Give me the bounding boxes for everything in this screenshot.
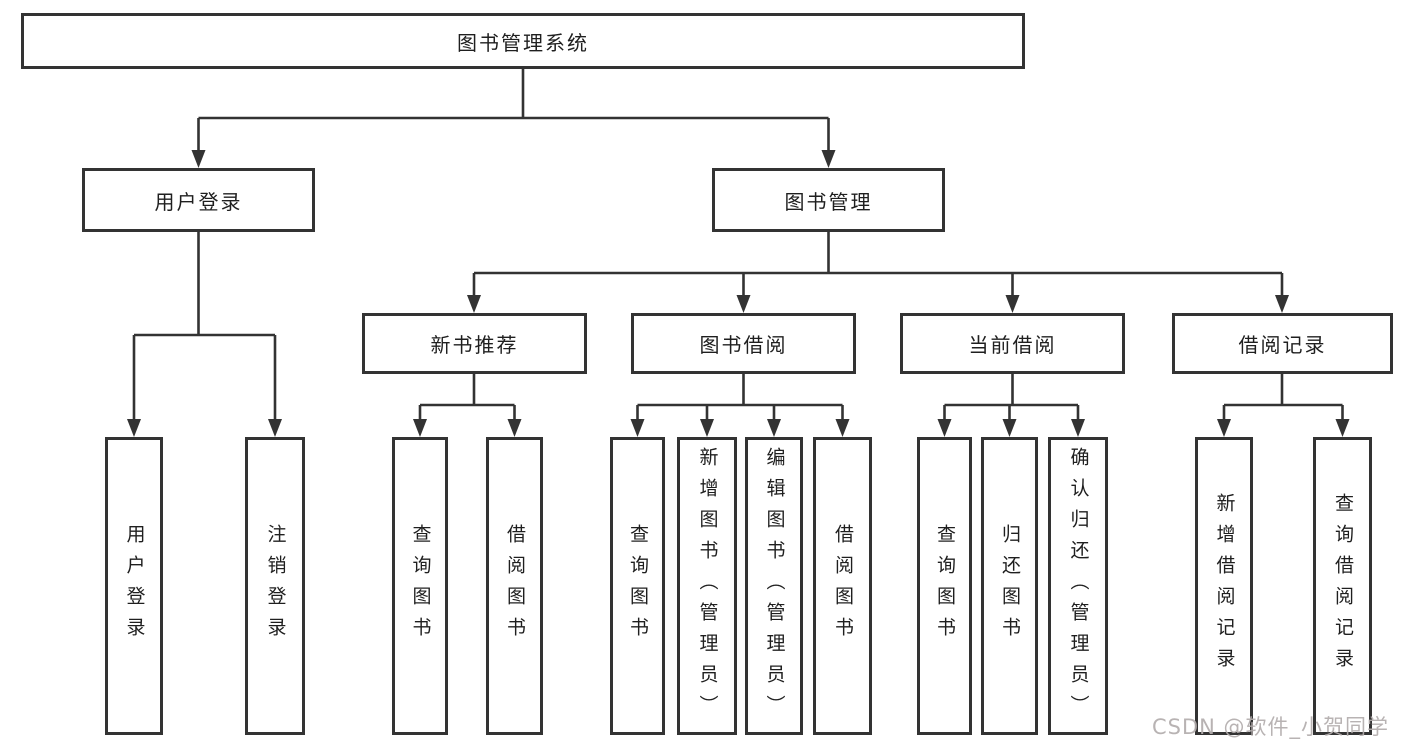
leaf-label: 查询图书 — [934, 524, 956, 648]
leaf-return-books: 归还图书 — [981, 437, 1038, 735]
node-borrowing-records: 借阅记录 — [1172, 313, 1393, 374]
leaf-label: 借阅图书 — [504, 524, 526, 648]
leaf-edit-books-admin: 编辑图书（管理员） — [745, 437, 803, 735]
leaf-label: 新增图书（管理员） — [696, 446, 719, 726]
node-label: 当前借阅 — [968, 333, 1057, 357]
node-label: 新书推荐 — [430, 333, 519, 357]
leaf-add-borrow-record: 新增借阅记录 — [1195, 437, 1253, 735]
leaf-label: 归还图书 — [999, 524, 1021, 648]
node-book-borrowing: 图书借阅 — [631, 313, 856, 374]
leaf-add-books-admin: 新增图书（管理员） — [677, 437, 737, 735]
leaf-label: 注销登录 — [264, 524, 287, 648]
node-label: 借阅记录 — [1238, 333, 1327, 357]
watermark-text: CSDN @软件_小贺同学 — [1152, 715, 1390, 739]
leaf-query-books-2: 查询图书 — [610, 437, 665, 735]
leaf-borrow-books-2: 借阅图书 — [813, 437, 872, 735]
leaf-logout: 注销登录 — [245, 437, 305, 735]
leaf-label: 编辑图书（管理员） — [763, 446, 786, 726]
leaf-query-books: 查询图书 — [392, 437, 448, 735]
leaf-label: 查询借阅记录 — [1332, 493, 1354, 679]
leaf-label: 查询图书 — [627, 524, 649, 648]
leaf-confirm-return-admin: 确认归还（管理员） — [1048, 437, 1108, 735]
leaf-label: 确认归还（管理员） — [1067, 446, 1090, 726]
node-new-book-recommendation: 新书推荐 — [362, 313, 587, 374]
node-label: 图书管理系统 — [457, 30, 589, 55]
leaf-borrow-books: 借阅图书 — [486, 437, 543, 735]
leaf-query-books-3: 查询图书 — [917, 437, 972, 735]
node-book-management: 图书管理 — [712, 168, 945, 232]
leaf-user-login: 用户登录 — [105, 437, 163, 735]
node-label: 图书借阅 — [699, 333, 788, 357]
leaf-label: 用户登录 — [123, 524, 146, 648]
leaf-label: 查询图书 — [409, 524, 432, 648]
node-user-login: 用户登录 — [82, 168, 315, 232]
leaf-label: 借阅图书 — [832, 524, 854, 648]
node-label: 用户登录 — [154, 189, 243, 214]
node-library-management-system: 图书管理系统 — [21, 13, 1025, 69]
node-current-borrowing: 当前借阅 — [900, 313, 1125, 374]
node-label: 图书管理 — [784, 189, 873, 214]
leaf-query-borrow-record: 查询借阅记录 — [1313, 437, 1372, 735]
leaf-label: 新增借阅记录 — [1213, 493, 1236, 679]
